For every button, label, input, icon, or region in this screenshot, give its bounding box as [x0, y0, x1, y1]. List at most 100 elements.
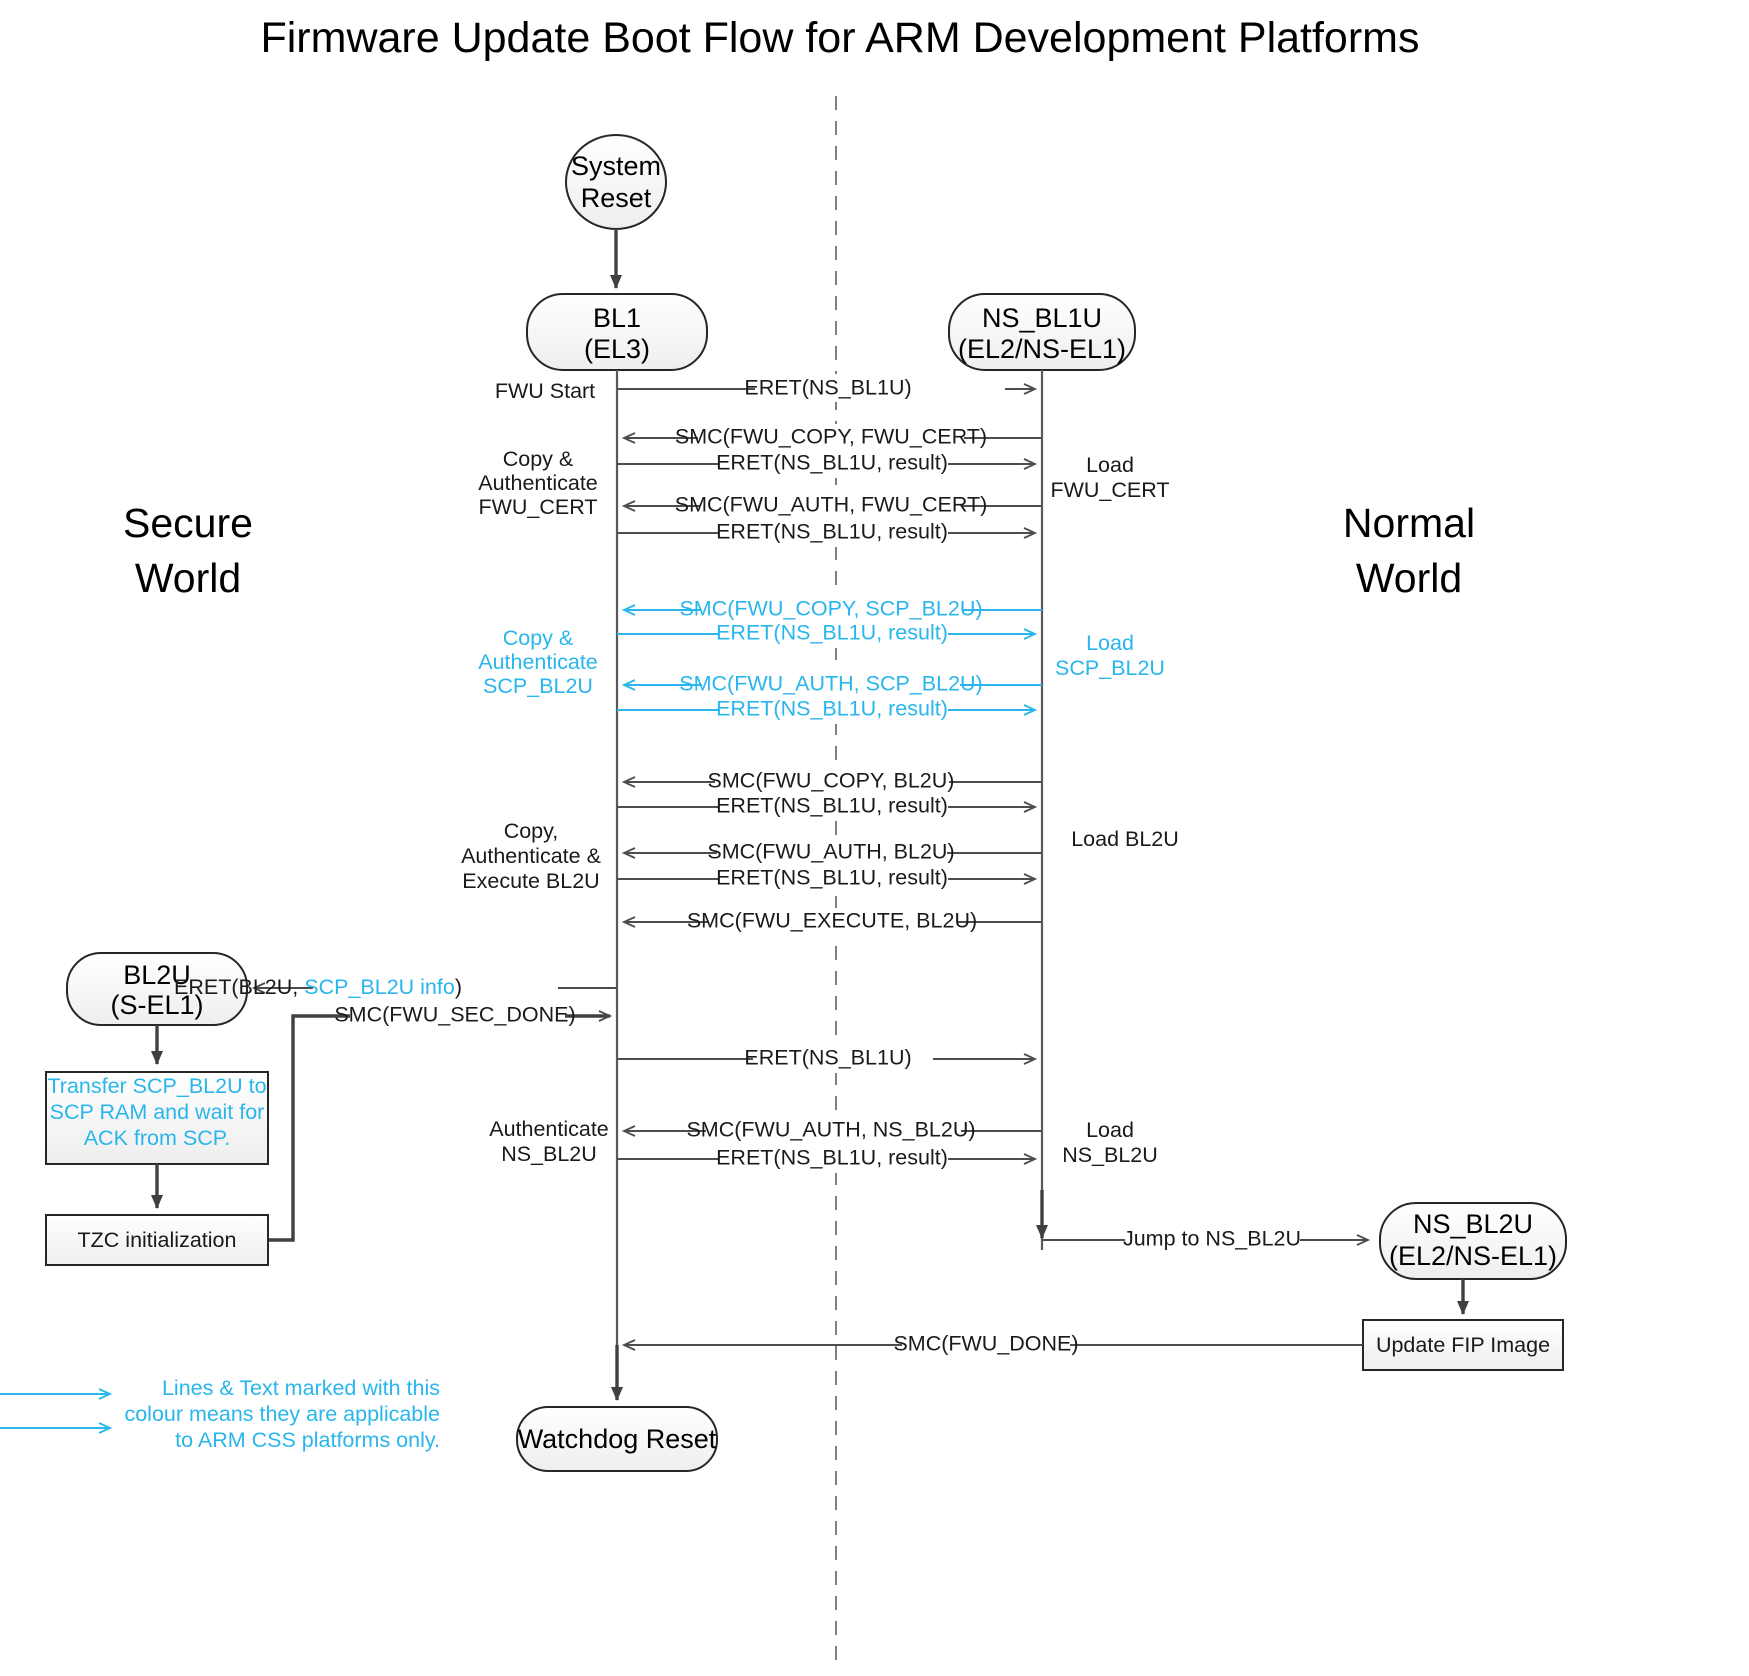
- eret-bl2u-suffix: ): [455, 975, 462, 999]
- annotation-load-scp-bl2u: Load SCP_BL2U: [1055, 631, 1165, 680]
- bl1-line2: (EL3): [584, 334, 650, 364]
- secure-world-line1: Secure: [123, 500, 253, 546]
- annotation-line: Authenticate: [478, 650, 598, 674]
- annotation-line: FWU_CERT: [1050, 478, 1169, 502]
- message-label: ERET(NS_BL1U, result): [716, 794, 948, 818]
- eret-bl2u-prefix: ERET(BL2U,: [174, 975, 304, 999]
- watchdog-reset-label: Watchdog Reset: [518, 1424, 717, 1454]
- annotation-line: Load: [1086, 631, 1134, 655]
- message-m2: SMC(FWU_COPY, FWU_CERT): [621, 424, 1042, 452]
- bl1-line1: BL1: [593, 303, 641, 333]
- annotation-copy-auth-fwu-cert: Copy & Authenticate FWU_CERT: [478, 447, 598, 519]
- message-label: SMC(FWU_AUTH, NS_BL2U): [686, 1118, 975, 1142]
- message-label: ERET(NS_BL1U, result): [716, 520, 948, 544]
- annotation-line: Copy,: [504, 819, 559, 843]
- message-label: ERET(NS_BL1U): [744, 376, 911, 400]
- message-m16: SMC(FWU_AUTH, NS_BL2U): [621, 1117, 1042, 1145]
- annotation-line: Authenticate &: [461, 844, 601, 868]
- annotation-load-ns-bl2u: Load NS_BL2U: [1062, 1118, 1158, 1167]
- message-label: ERET(NS_BL1U): [744, 1046, 911, 1070]
- message-label: SMC(FWU_AUTH, BL2U): [707, 840, 954, 864]
- system-reset-line1: System: [571, 151, 661, 181]
- ns-bl2u-line2: (EL2/NS-EL1): [1389, 1241, 1557, 1271]
- transfer-box-line3: ACK from SCP.: [84, 1126, 231, 1150]
- message-label: SMC(FWU_COPY, SCP_BL2U): [679, 597, 982, 621]
- message-m1: ERET(NS_BL1U): [617, 374, 1038, 402]
- message-sec-done: SMC(FWU_SEC_DONE): [265, 1002, 613, 1242]
- system-reset-line2: Reset: [581, 183, 652, 213]
- normal-world-line2: World: [1356, 555, 1462, 601]
- message-label: ERET(NS_BL1U, result): [716, 1146, 948, 1170]
- tzc-box-label: TZC initialization: [78, 1228, 237, 1252]
- message-m8: SMC(FWU_AUTH, SCP_BL2U): [621, 671, 1042, 699]
- annotation-copy-auth-exec-bl2u: Copy, Authenticate & Execute BL2U: [461, 819, 601, 893]
- annotation-line: NS_BL2U: [501, 1142, 597, 1166]
- normal-world-label: Normal World: [1343, 500, 1475, 601]
- node-ns-bl1u[interactable]: NS_BL1U (EL2/NS-EL1): [948, 293, 1136, 371]
- normal-world-line1: Normal: [1343, 500, 1475, 546]
- ns-bl1u-line1: NS_BL1U: [982, 303, 1102, 333]
- message-label: SMC(FWU_AUTH, SCP_BL2U): [679, 672, 982, 696]
- jump-label: Jump to NS_BL2U: [1123, 1227, 1301, 1251]
- annotation-line: Copy &: [503, 626, 574, 650]
- annotation-line: Execute BL2U: [462, 869, 599, 893]
- message-label: SMC(FWU_COPY, BL2U): [708, 769, 955, 793]
- message-label: ERET(NS_BL1U, result): [716, 451, 948, 475]
- message-label: SMC(FWU_COPY, FWU_CERT): [675, 425, 987, 449]
- legend-line3: to ARM CSS platforms only.: [175, 1428, 440, 1452]
- message-m17: ERET(NS_BL1U, result): [617, 1145, 1038, 1173]
- box-tzc-initialization[interactable]: TZC initialization: [45, 1214, 269, 1266]
- bl2u-line2: (S-EL1): [110, 990, 203, 1020]
- message-m7: ERET(NS_BL1U, result): [617, 620, 1038, 648]
- node-ns-bl2u[interactable]: NS_BL2U (EL2/NS-EL1): [1379, 1202, 1567, 1280]
- ns-bl1u-line2: (EL2/NS-EL1): [958, 334, 1126, 364]
- annotation-line: Copy &: [503, 447, 574, 471]
- annotation-line: SCP_BL2U: [483, 674, 593, 698]
- message-label: ERET(NS_BL1U, result): [716, 621, 948, 645]
- update-fip-label: Update FIP Image: [1376, 1333, 1550, 1357]
- message-m6: SMC(FWU_COPY, SCP_BL2U): [621, 596, 1042, 624]
- secure-world-line2: World: [135, 555, 241, 601]
- message-label: ERET(NS_BL1U, result): [716, 697, 948, 721]
- annotation-copy-auth-scp-bl2u: Copy & Authenticate SCP_BL2U: [478, 626, 598, 698]
- transfer-box-line1: Transfer SCP_BL2U to: [47, 1074, 266, 1098]
- annotation-fwu-start: FWU Start: [495, 379, 595, 403]
- message-m15: ERET(NS_BL1U): [617, 1045, 1038, 1073]
- node-bl2u[interactable]: BL2U (S-EL1): [66, 952, 248, 1026]
- eret-bl2u-cyan: SCP_BL2U info: [304, 975, 455, 999]
- sec-done-label: SMC(FWU_SEC_DONE): [334, 1003, 575, 1027]
- ns-bl2u-line1: NS_BL2U: [1413, 1209, 1533, 1239]
- annotation-line: Load: [1086, 1118, 1134, 1142]
- message-label: ERET(NS_BL1U, result): [716, 866, 948, 890]
- message-eret-bl2u: ERET(BL2U, SCP_BL2U info): [174, 974, 617, 1002]
- page-title: Firmware Update Boot Flow for ARM Develo…: [260, 14, 1419, 62]
- node-watchdog-reset[interactable]: Watchdog Reset: [516, 1406, 718, 1472]
- annotation-line: NS_BL2U: [1062, 1143, 1158, 1167]
- box-transfer-scp-bl2u[interactable]: Transfer SCP_BL2U to SCP RAM and wait fo…: [45, 1071, 269, 1165]
- annotation-line: Authenticate: [489, 1117, 609, 1141]
- message-fwu-done: SMC(FWU_DONE): [621, 1331, 1363, 1359]
- message-m11: ERET(NS_BL1U, result): [617, 793, 1038, 821]
- secure-world-label: Secure World: [123, 500, 253, 601]
- node-bl1[interactable]: BL1 (EL3): [526, 293, 708, 371]
- box-update-fip-image[interactable]: Update FIP Image: [1362, 1319, 1564, 1371]
- annotation-load-bl2u: Load BL2U: [1071, 827, 1179, 851]
- annotation-line: SCP_BL2U: [1055, 656, 1165, 680]
- legend-line2: colour means they are applicable: [124, 1402, 440, 1426]
- message-m12: SMC(FWU_AUTH, BL2U): [621, 839, 1042, 867]
- message-m4: SMC(FWU_AUTH, FWU_CERT): [621, 492, 1042, 520]
- message-label: SMC(FWU_EXECUTE, BL2U): [687, 909, 977, 933]
- message-m10: SMC(FWU_COPY, BL2U): [621, 768, 1042, 796]
- message-label: SMC(FWU_AUTH, FWU_CERT): [675, 493, 988, 517]
- legend-line1: Lines & Text marked with this: [162, 1376, 440, 1400]
- annotation-line: Authenticate: [478, 471, 598, 495]
- message-m3: ERET(NS_BL1U, result): [617, 450, 1038, 478]
- node-system-reset[interactable]: System Reset: [565, 134, 667, 230]
- annotation-line: FWU_CERT: [478, 495, 597, 519]
- annotation-line: FWU Start: [495, 379, 595, 403]
- message-m13: ERET(NS_BL1U, result): [617, 865, 1038, 893]
- annotation-authenticate-ns-bl2u: Authenticate NS_BL2U: [489, 1117, 609, 1166]
- annotation-line: Load: [1086, 453, 1134, 477]
